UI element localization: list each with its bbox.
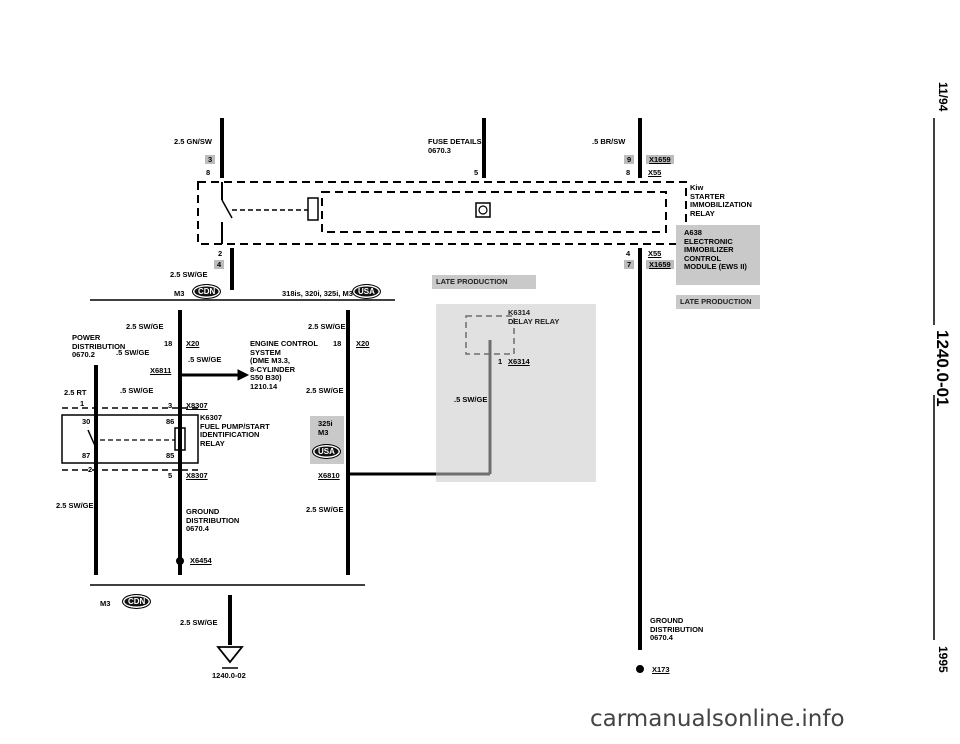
late-production-1: LATE PRODUCTION xyxy=(436,277,508,286)
conn-x8307-b: X8307 xyxy=(186,471,208,480)
wire-label-br-sw: .5 BR/SW xyxy=(592,137,626,146)
k6307-relay-box xyxy=(61,414,199,464)
k6314-label: K6314 DELAY RELAY xyxy=(508,308,560,326)
a638-label: A638 ELECTRONIC IMMOBILIZER CONTROL MODU… xyxy=(684,228,747,271)
bottom-wire: 2.5 SW/GE xyxy=(180,618,218,627)
k6314-pin-1: 1 xyxy=(498,357,503,366)
conn-x55-top: X55 xyxy=(648,168,662,177)
ground-triangle xyxy=(216,646,244,664)
left-pin-2: 2 xyxy=(88,465,93,474)
kiw-relay-box xyxy=(197,181,687,245)
right-pin-7: 7 xyxy=(624,260,635,269)
left-wire-4: .5 SW/GE xyxy=(120,386,154,395)
variant-label: 318is, 320i, 325i, M3 xyxy=(282,289,353,298)
conn-x1659-top: X1659 xyxy=(646,155,674,164)
power-distribution: POWER DISTRIBUTION 0670.2 xyxy=(72,333,126,359)
relay-pin-85: 85 xyxy=(166,451,175,460)
m3-label-top: M3 xyxy=(174,289,185,298)
left-pin-5: 5 xyxy=(168,471,173,480)
relay-pin-87: 87 xyxy=(82,451,91,460)
conn-x6811: X6811 xyxy=(150,366,172,375)
usa-badge-top: USA xyxy=(352,284,381,299)
left-pin-3: 3 xyxy=(168,401,173,410)
left-wire-bottom: 2.5 SW/GE xyxy=(56,501,94,510)
relay-pin-86: 86 xyxy=(166,417,175,426)
left-pin-18: 18 xyxy=(164,339,173,348)
kiw-coil xyxy=(307,197,319,221)
margin-date: 11/94 xyxy=(936,82,950,112)
conn-x1659-mid: X1659 xyxy=(646,260,674,269)
conn-x8307-a: X8307 xyxy=(186,401,208,410)
conn-x55-mid: X55 xyxy=(648,249,662,258)
a638-shade xyxy=(676,225,760,285)
right-wire-2: 2.5 SW/GE xyxy=(306,386,344,395)
rt-num-1: 1 xyxy=(80,399,85,408)
pin-3: 3 xyxy=(205,155,216,164)
conn-x20-left: X20 xyxy=(186,339,200,348)
kiw-symbol xyxy=(475,202,491,218)
conn-x20-right: X20 xyxy=(356,339,370,348)
late-production-tag-1 xyxy=(432,275,536,289)
left-wire-2: .5 SW/GE xyxy=(116,348,150,357)
ground-distribution-mid: GROUND DISTRIBUTION 0670.4 xyxy=(186,507,240,533)
rt-wire: 2.5 RT xyxy=(64,388,87,397)
right-pin-18: 18 xyxy=(333,339,342,348)
m3-label-bottom: M3 xyxy=(100,599,111,608)
cdn-badge-top: CDN xyxy=(192,284,222,299)
cdn-badge-bottom: CDN xyxy=(122,594,152,609)
right-wire-3: 2.5 SW/GE xyxy=(306,505,344,514)
pin-9: 9 xyxy=(624,155,635,164)
mid-pin-4: 4 xyxy=(214,260,225,269)
k6314-wire: .5 SW/GE xyxy=(454,395,488,404)
mid-wire-label: 2.5 SW/GE xyxy=(170,270,208,279)
late-production-2: LATE PRODUCTION xyxy=(680,297,752,306)
left-wire-1: 2.5 SW/GE xyxy=(126,322,164,331)
kiw-label: Kiw STARTER IMMOBILIZATION RELAY xyxy=(690,183,752,218)
conn-x6454: X6454 xyxy=(190,556,212,565)
variant-box-label: 325i M3 xyxy=(318,419,333,437)
margin-page-number: 1240.0-01 xyxy=(933,330,952,407)
fuse-pin-5: 5 xyxy=(474,168,479,177)
margin-year: 1995 xyxy=(936,646,950,673)
right-pin-4: 4 xyxy=(626,249,631,258)
left-wire-3: .5 SW/GE xyxy=(188,355,222,364)
late-production-tag-2 xyxy=(676,295,760,309)
diagram-ref: 1240.0-02 xyxy=(212,671,246,680)
relay-pin-30: 30 xyxy=(82,417,91,426)
kiw-inner-box xyxy=(321,191,667,233)
late-production-area xyxy=(436,304,596,482)
usa-badge-mid: USA xyxy=(312,444,341,459)
ground-distribution-right: GROUND DISTRIBUTION 0670.4 xyxy=(650,616,704,642)
right-wire-1: 2.5 SW/GE xyxy=(308,322,346,331)
mid-pin-2: 2 xyxy=(218,249,223,258)
conn-x6314: X6314 xyxy=(508,357,530,366)
watermark: carmanualsonline.info xyxy=(590,706,845,732)
pin-8: 8 xyxy=(206,168,211,177)
engine-control-label: ENGINE CONTROL SYSTEM (DME M3.3, 8-CYLIN… xyxy=(250,339,318,391)
wire-label-gn-sw: 2.5 GN/SW xyxy=(174,137,212,146)
k6307-label: K6307 FUEL PUMP/START IDENTIFICATION REL… xyxy=(200,413,270,448)
conn-x173: X173 xyxy=(652,665,670,674)
conn-x6810: X6810 xyxy=(318,471,340,480)
pin-8-right: 8 xyxy=(626,168,631,177)
fuse-details: FUSE DETAILS 0670.3 xyxy=(428,137,482,155)
